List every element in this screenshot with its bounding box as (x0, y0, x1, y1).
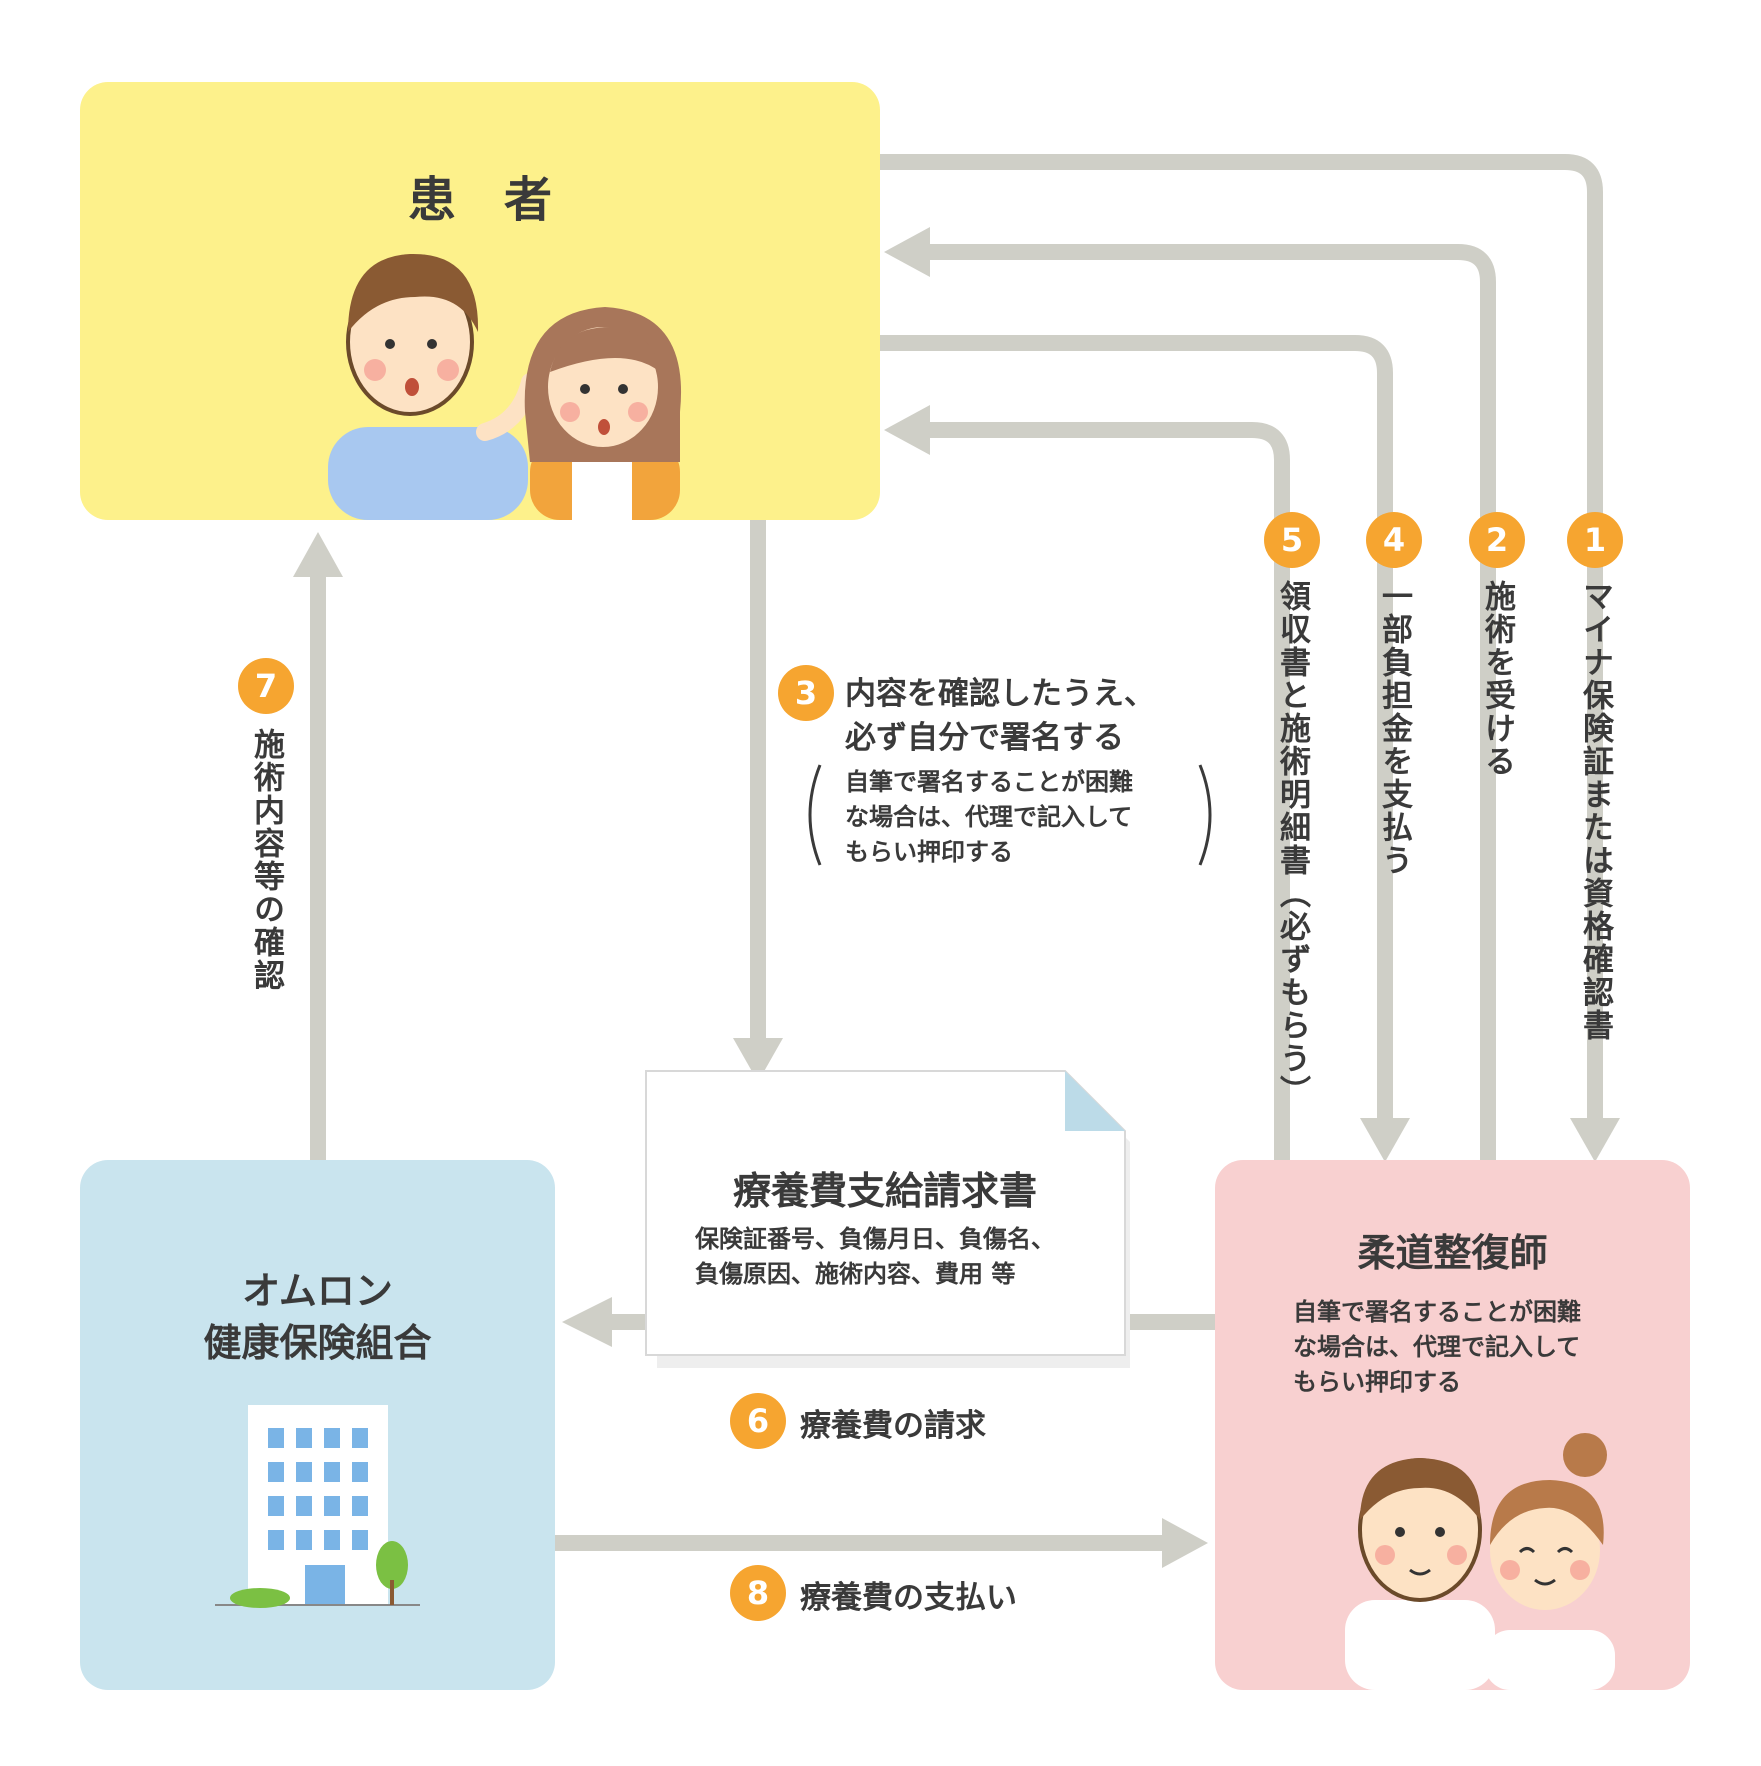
insurer-title-line1: オムロン (242, 1269, 393, 1313)
arrowhead-step-1 (1570, 1118, 1620, 1162)
form-title: 療養費支給請求書 (732, 1169, 1037, 1213)
arrowhead-step-8 (1162, 1518, 1208, 1568)
step-4-badge: 4 (1366, 512, 1422, 568)
patient-illustration (328, 253, 682, 520)
step-6-badge: 6 (730, 1393, 786, 1449)
form-detail-line1: 保険証番号、負傷月日、負傷名、 (695, 1225, 1055, 1253)
step-1-label: マイナ保険証または資格確認書 (1577, 580, 1613, 1042)
practitioner-title: 柔道整復師 (1357, 1231, 1548, 1275)
insurer-box: オムロン 健康保険組合 (80, 1160, 555, 1690)
arrow-step-5 (925, 422, 1290, 1160)
step-2-badge: 2 (1469, 512, 1525, 568)
step-3-badge: 3 (778, 665, 834, 721)
arrowhead-step-2 (884, 227, 930, 277)
practitioner-note-line2: な場合は、代理で記入して (1293, 1333, 1581, 1361)
document-shape (645, 1070, 1130, 1368)
arrowhead-step-3 (733, 1038, 783, 1082)
step-3-note-line3: もらい押印する (845, 838, 1013, 866)
arrowhead-step-4 (1360, 1118, 1410, 1162)
step-7-label: 施術内容等の確認 (248, 728, 284, 992)
form-detail-line2: 負傷原因、施術内容、費用 等 (695, 1260, 1016, 1288)
step-8-label: 療養費の支払い (800, 1580, 1017, 1616)
practitioner-box: 柔道整復師 自筆で署名することが困難 な場合は、代理で記入して もらい押印する (1215, 1160, 1690, 1690)
claim-form-document: 療養費支給請求書 保険証番号、負傷月日、負傷名、 負傷原因、施術内容、費用 等 (645, 1070, 1130, 1368)
arrow-step-1 (880, 154, 1603, 1120)
step-8-badge: 8 (730, 1565, 786, 1621)
patient-title: 患 者 (407, 172, 552, 228)
practitioner-illustration (1345, 1433, 1615, 1690)
building-icon (215, 1405, 420, 1608)
practitioner-note-line1: 自筆で署名することが困難 (1293, 1298, 1581, 1326)
step-3-note-line2: な場合は、代理で記入して (845, 803, 1133, 831)
step-5-badge: 5 (1264, 512, 1320, 568)
step-5-label: 領収書と施術明細書（必ずもらう） (1274, 580, 1310, 1108)
arrowhead-step-6 (562, 1297, 612, 1347)
step-2-label: 施術を受ける (1479, 580, 1515, 778)
step-3-label-line2: 必ず自分で署名する (845, 720, 1124, 756)
practitioner-note-line3: もらい押印する (1293, 1368, 1461, 1396)
step-3-note-brackets (808, 764, 1212, 866)
arrowhead-step-7 (293, 532, 343, 577)
step-3-note-line1: 自筆で署名することが困難 (845, 768, 1133, 796)
step-7-badge: 7 (238, 658, 294, 714)
step-4-label: 一部負担金を支払う (1376, 580, 1412, 877)
step-1-badge: 1 (1567, 512, 1623, 568)
arrowhead-step-5 (884, 405, 930, 455)
arrow-step-2 (925, 244, 1496, 1160)
insurer-title-line2: 健康保険組合 (203, 1321, 432, 1365)
arrow-step-4 (880, 335, 1393, 1120)
step-3-label-line1: 内容を確認したうえ、 (845, 676, 1155, 712)
patient-box: 患 者 (80, 82, 880, 520)
step-6-label: 療養費の請求 (800, 1408, 986, 1444)
